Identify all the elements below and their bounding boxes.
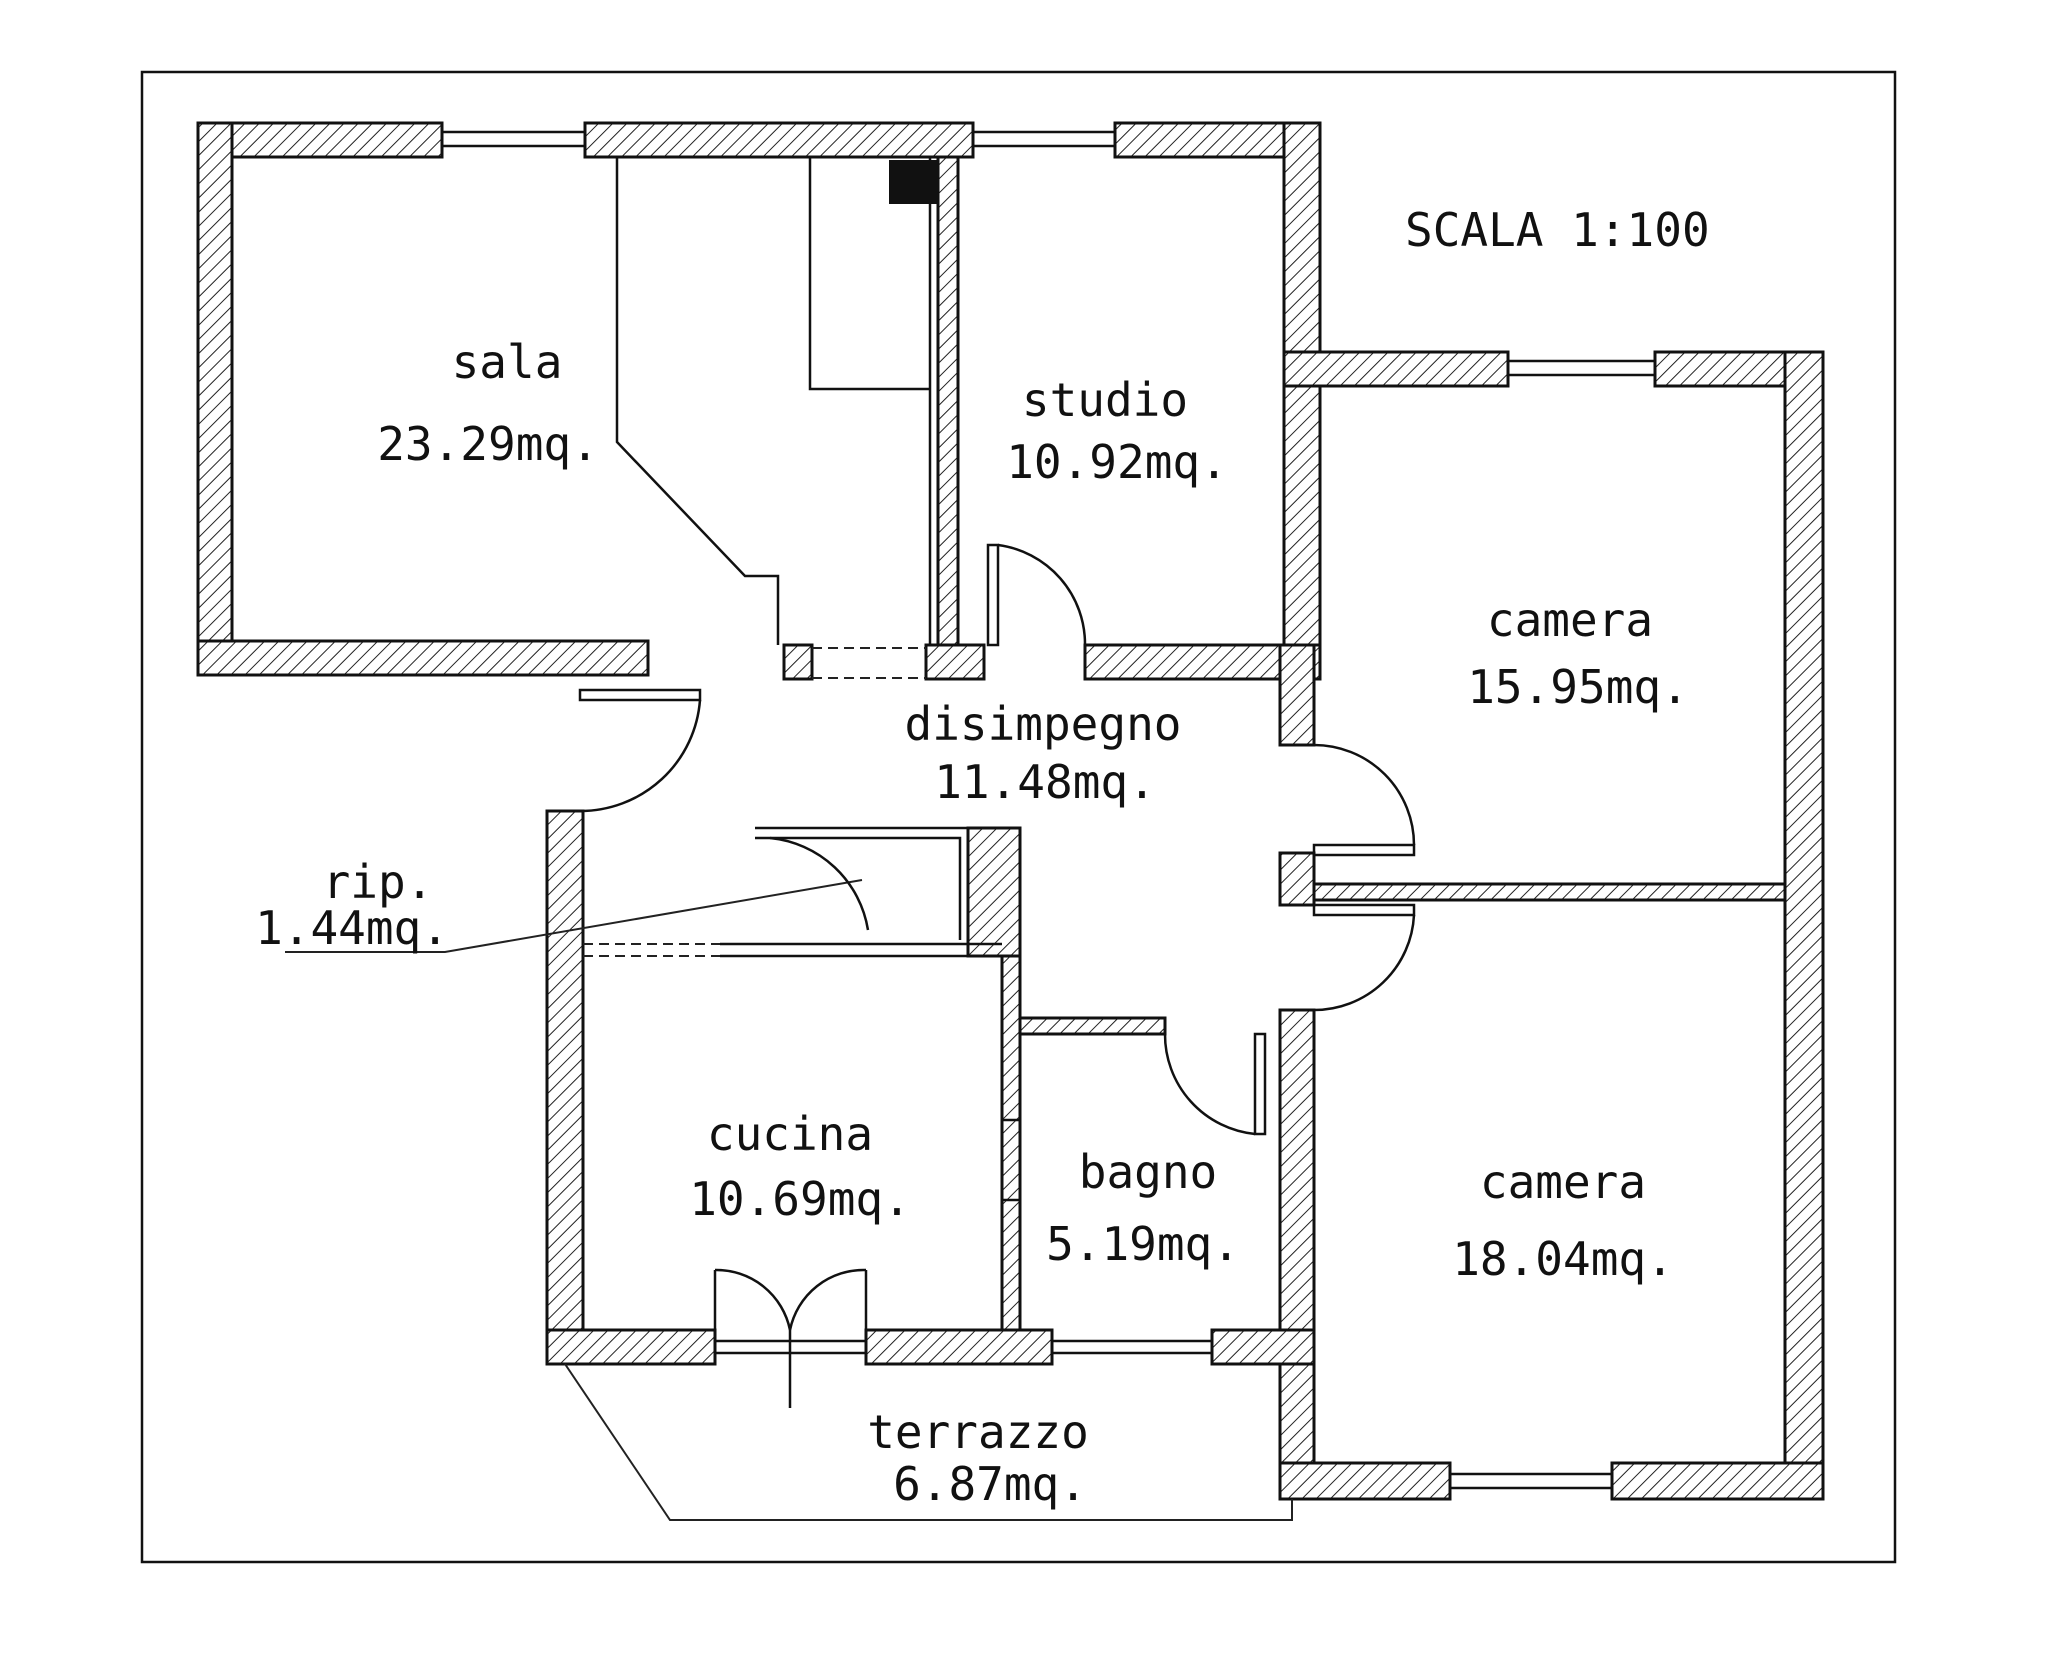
interior-lines (285, 157, 1293, 1521)
room-bagno-name: bagno (1079, 1145, 1217, 1199)
room-camera2-name: camera (1480, 1155, 1646, 1209)
room-rip-name: rip. (323, 855, 434, 909)
room-sala-area: 23.29mq. (377, 417, 599, 471)
room-cucina-name: cucina (707, 1107, 873, 1161)
room-cucina-area: 10.69mq. (689, 1172, 911, 1226)
room-camera1-name: camera (1487, 593, 1653, 647)
room-camera2-area: 18.04mq. (1452, 1232, 1674, 1286)
chimney-block (889, 160, 937, 204)
scale-label: SCALA 1:100 (1405, 203, 1710, 257)
room-terrazzo-area: 6.87mq. (893, 1457, 1087, 1511)
doors (578, 543, 1416, 1408)
room-bagno-area: 5.19mq. (1046, 1217, 1240, 1271)
room-disimpegno-area: 11.48mq. (934, 755, 1156, 809)
room-sala-name: sala (452, 335, 563, 389)
room-labels: sala 23.29mq. studio 10.92mq. camera 15.… (255, 335, 1689, 1511)
room-rip-area: 1.44mq. (255, 901, 449, 955)
room-studio-area: 10.92mq. (1006, 435, 1228, 489)
room-terrazzo-name: terrazzo (867, 1405, 1089, 1459)
walls (196, 121, 1825, 1501)
room-disimpegno-name: disimpegno (905, 697, 1182, 751)
room-studio-name: studio (1022, 373, 1188, 427)
windows (442, 130, 1655, 1490)
drawing-frame (140, 70, 1897, 1564)
room-camera1-area: 15.95mq. (1467, 660, 1689, 714)
